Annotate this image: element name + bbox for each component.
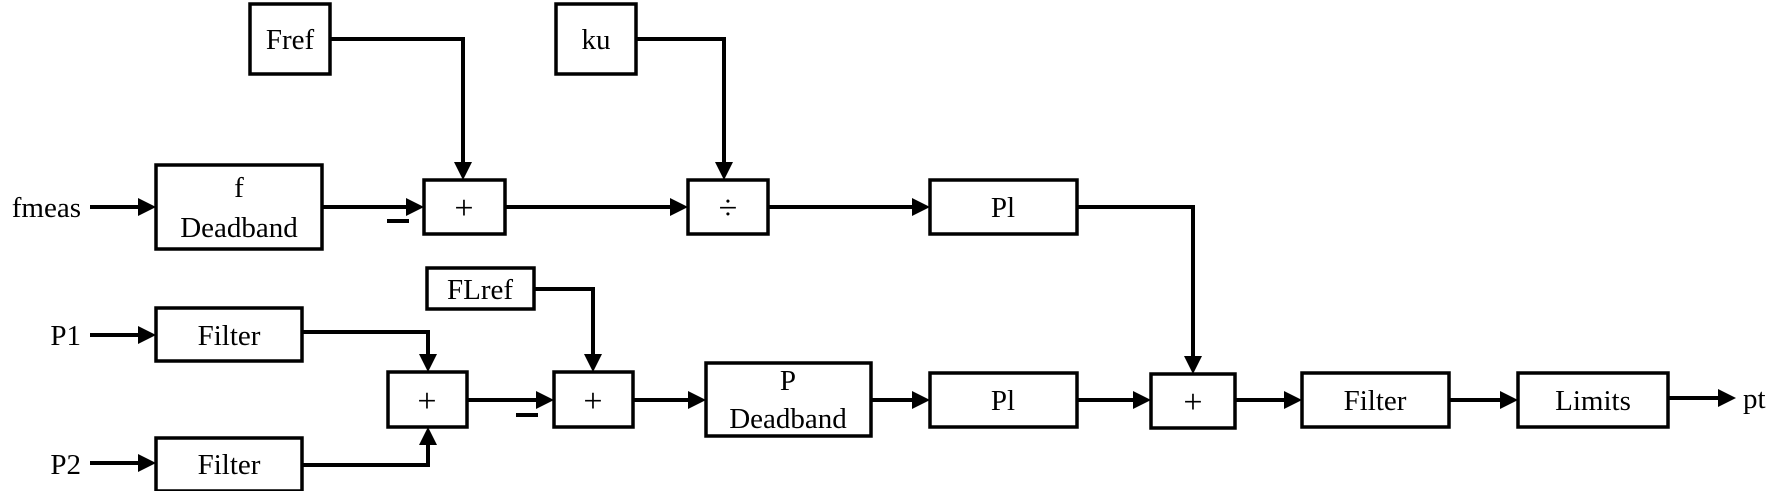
output-label-pt: pt	[1743, 383, 1766, 415]
wire-fref-to-sum	[330, 37, 465, 164]
arrowhead	[454, 162, 472, 180]
arrowhead	[138, 326, 156, 344]
block-sum-ref: +	[552, 370, 635, 429]
signal-wires	[90, 37, 1736, 472]
block-divide-symbol: ÷	[719, 190, 738, 227]
block-pi-bottom: Pl	[928, 371, 1079, 429]
block-fref: Fref	[248, 2, 332, 76]
wire-pi-top-to-sum-final	[1077, 205, 1195, 358]
input-label-p2: P2	[50, 449, 81, 481]
arrowhead	[670, 198, 688, 216]
arrowhead	[138, 454, 156, 472]
arrowhead	[1284, 391, 1302, 409]
block-f-deadband-line1: f	[234, 172, 244, 204]
arrowhead	[138, 198, 156, 216]
block-p-deadband: P Deadband	[704, 361, 873, 438]
arrowhead	[536, 391, 554, 409]
block-p-deadband-line1: P	[780, 365, 796, 397]
block-filter-p2: Filter	[154, 436, 304, 491]
arrowhead	[715, 162, 733, 180]
arrowhead	[1133, 391, 1151, 409]
block-pi-top-label: Pl	[991, 192, 1015, 224]
block-sum-p: +	[386, 370, 469, 429]
arrowhead	[1718, 389, 1736, 407]
block-pi-top: Pl	[928, 178, 1079, 236]
arrowhead	[688, 391, 706, 409]
block-limits-label: Limits	[1555, 385, 1631, 417]
wire-filter-p1-to-sum	[302, 330, 430, 355]
block-f-deadband: f Deadband	[154, 163, 324, 251]
block-pi-bottom-label: Pl	[991, 385, 1015, 417]
block-filter-out-label: Filter	[1344, 385, 1407, 417]
block-p-deadband-line2: Deadband	[729, 403, 847, 435]
block-divide: ÷	[686, 178, 770, 236]
arrowhead	[419, 354, 437, 372]
block-sum-final: +	[1149, 372, 1237, 430]
wire-filter-p2-to-sum	[302, 445, 430, 467]
arrowhead	[419, 427, 437, 445]
arrowhead	[1500, 391, 1518, 409]
block-sum-final-symbol: +	[1183, 384, 1202, 421]
block-fref-label: Fref	[266, 24, 315, 56]
arrowhead	[1184, 356, 1202, 374]
wire-ku-to-divide	[636, 37, 726, 164]
block-filter-p2-label: Filter	[198, 449, 261, 481]
block-limits: Limits	[1516, 371, 1670, 429]
block-flref-label: FLref	[447, 274, 513, 306]
block-ku-label: ku	[582, 24, 611, 56]
arrowhead	[912, 198, 930, 216]
block-filter-out: Filter	[1300, 371, 1451, 429]
block-f-deadband-line2: Deadband	[180, 212, 298, 244]
block-filter-p1: Filter	[154, 306, 304, 363]
arrowhead	[584, 354, 602, 372]
block-sum-top-symbol: +	[454, 190, 473, 227]
block-ku: ku	[554, 2, 638, 76]
block-sum-p-symbol: +	[417, 383, 436, 420]
input-label-p1: P1	[50, 320, 81, 352]
block-filter-p1-label: Filter	[198, 320, 261, 352]
arrowhead	[912, 391, 930, 409]
wire-flref-to-sum-ref	[534, 287, 595, 355]
block-sum-ref-symbol: +	[583, 383, 602, 420]
block-sum-top: +	[422, 178, 507, 236]
block-flref: FLref	[425, 266, 536, 311]
input-label-fmeas: fmeas	[12, 192, 81, 224]
arrowhead	[406, 198, 424, 216]
